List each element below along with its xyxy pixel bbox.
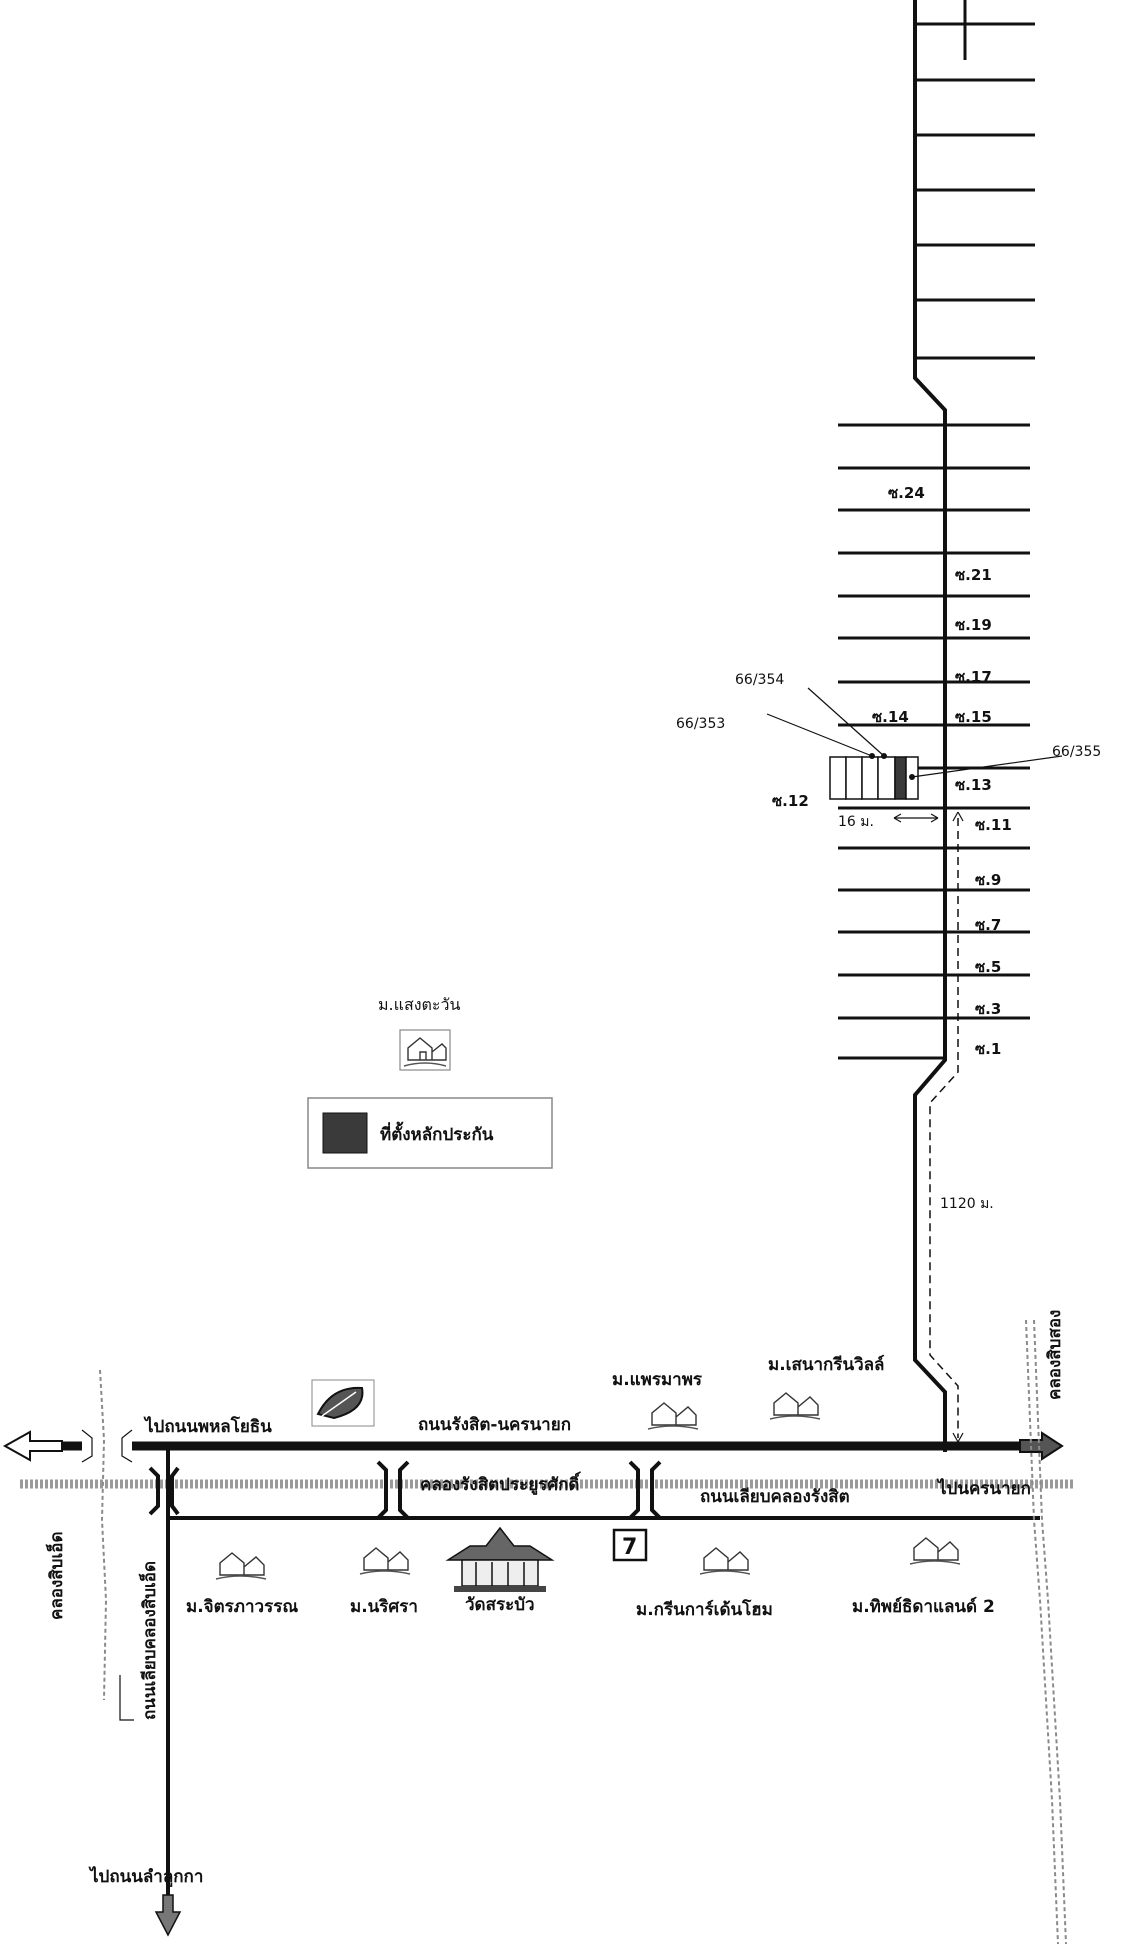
khlong-sip-song bbox=[1025, 1319, 1059, 1944]
lieb-rangsit-road-label: ถนนเลียบคลองรังสิต bbox=[700, 1486, 850, 1507]
soi-7-label: ซ.7 bbox=[975, 916, 1001, 934]
village-senagreen-label: ม.เสนากรีนวิลล์ bbox=[768, 1354, 884, 1375]
soi-5-label: ซ.5 bbox=[975, 958, 1001, 976]
seven-eleven-label: 7 bbox=[622, 1535, 637, 1560]
village-jitphawan-icon bbox=[215, 1552, 267, 1580]
temple-icon bbox=[445, 1526, 555, 1592]
plot-row bbox=[829, 756, 919, 800]
khlong-sip-song-label: คลองสิบสอง bbox=[1045, 1310, 1065, 1400]
soi-17-label: ซ.17 bbox=[955, 668, 992, 686]
bridges bbox=[148, 1460, 662, 1520]
east-arrow-icon bbox=[1019, 1431, 1064, 1461]
soi-1-label: ซ.1 bbox=[975, 1040, 1001, 1058]
legend: ที่ตั้งหลักประกัน bbox=[307, 1097, 553, 1169]
lieb-khlong-sip-et-road-label: ถนนเลียบคลองสิบเอ็ด bbox=[137, 1561, 160, 1720]
village-phraemahorn-icon bbox=[647, 1402, 699, 1430]
village-saeng-tawan-label: ม.แสงตะวัน bbox=[378, 995, 460, 1014]
width-distance-label: 16 ม. bbox=[838, 814, 874, 830]
village-phraemahorn-label: ม.แพรมาพร bbox=[612, 1370, 703, 1390]
village-senagreen-icon bbox=[769, 1392, 821, 1420]
plot-66-355-label: 66/355 bbox=[1052, 744, 1101, 760]
to-phahonyothin-label: ไปถนนพหลโยธิน bbox=[143, 1416, 272, 1437]
village-thiphya-label: ม.ทิพย์ธิดาแลนด์ 2 bbox=[852, 1596, 995, 1617]
rangsit-nakhonnayok-road-label: ถนนรังสิต-นครนายก bbox=[418, 1415, 571, 1435]
legend-collateral-label: ที่ตั้งหลักประกัน bbox=[380, 1121, 494, 1145]
village-narisara-label: ม.นริศรา bbox=[350, 1597, 418, 1617]
khlong-sip-et bbox=[99, 1369, 108, 1701]
to-lamlukka-label: ไปถนนลำลูกกา bbox=[88, 1866, 203, 1888]
main-soi bbox=[913, 0, 967, 1452]
collateral-plot bbox=[894, 756, 907, 800]
upper-branches bbox=[915, 22, 1035, 360]
village-green-garden-label: ม.กรีนการ์เด้นโฮม bbox=[636, 1599, 773, 1620]
route-dashed-line bbox=[929, 818, 959, 1438]
soi-11-label: ซ.11 bbox=[975, 816, 1012, 834]
to-nakhonnayok-label: ไปนครนายก bbox=[936, 1478, 1031, 1499]
soi-21-label: ซ.21 bbox=[955, 566, 992, 584]
village-house-icon bbox=[399, 1029, 451, 1071]
west-arrow-icon bbox=[2, 1430, 63, 1462]
village-jitphawan-label: ม.จิตรภาวรรณ bbox=[186, 1597, 298, 1617]
plot-66-353-label: 66/353 bbox=[676, 716, 725, 732]
rangsit-prayoonsak-canal-label: คลองรังสิตประยูรศักดิ์ bbox=[420, 1471, 581, 1496]
village-thiphya-icon bbox=[909, 1537, 961, 1565]
legend-swatch bbox=[322, 1112, 368, 1154]
soi-14-label: ซ.14 bbox=[872, 708, 909, 726]
seven-eleven-icon: 7 bbox=[612, 1528, 648, 1562]
soi-13-label: ซ.13 bbox=[955, 776, 992, 794]
highway-sign-icon bbox=[311, 1379, 375, 1427]
soi-12-label: ซ.12 bbox=[772, 792, 809, 810]
soi-15-label: ซ.15 bbox=[955, 708, 992, 726]
soi-9-label: ซ.9 bbox=[975, 871, 1001, 889]
lower-branches bbox=[838, 423, 1030, 1060]
plot-66-354-label: 66/354 bbox=[735, 672, 784, 688]
soi-24-label: ซ.24 bbox=[888, 484, 925, 502]
soi-3-label: ซ.3 bbox=[975, 1000, 1001, 1018]
village-narisara-icon bbox=[359, 1547, 411, 1575]
village-green-garden-icon bbox=[699, 1547, 751, 1575]
length-distance-label: 1120 ม. bbox=[940, 1196, 994, 1212]
south-arrow-icon bbox=[154, 1894, 182, 1937]
soi-19-label: ซ.19 bbox=[955, 616, 992, 634]
wat-sa-bua-label: วัดสระบัว bbox=[465, 1595, 535, 1615]
khlong-sip-et-label: คลองสิบเอ็ด bbox=[44, 1531, 67, 1620]
